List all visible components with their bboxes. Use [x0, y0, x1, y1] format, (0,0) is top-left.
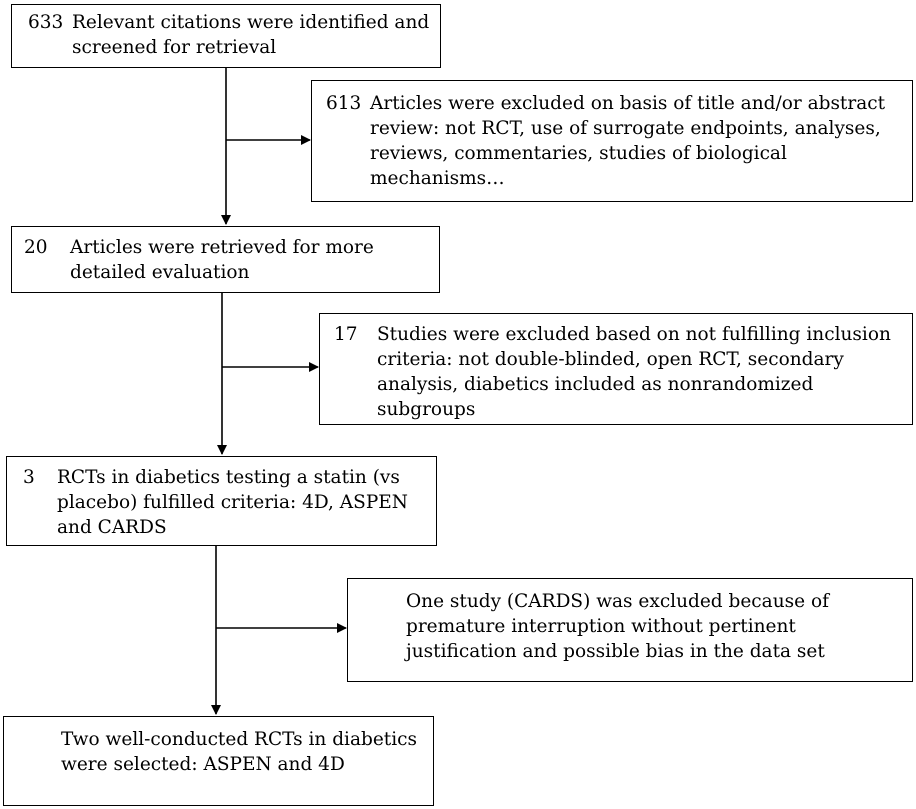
text-retrieved: Articles were retrieved for more detaile…	[70, 237, 374, 283]
box-selected: Two well-conducted RCTs in diabetics wer…	[3, 716, 434, 806]
box-excluded-title: 613 Articles were excluded on basis of t…	[311, 80, 913, 202]
box-identified: 633 Relevant citations were identified a…	[11, 4, 441, 68]
count-identified: 633	[28, 12, 64, 33]
text-selected: Two well-conducted RCTs in diabetics wer…	[61, 729, 417, 775]
box-retrieved: 20 Articles were retrieved for more deta…	[11, 226, 440, 293]
text-excluded-cards: One study (CARDS) was excluded because o…	[406, 591, 829, 662]
text-excluded-criteria: Studies were excluded based on not fulfi…	[377, 324, 891, 420]
count-excluded-criteria: 17	[334, 324, 358, 345]
count-retrieved: 20	[24, 237, 48, 258]
box-excluded-criteria: 17 Studies were excluded based on not fu…	[319, 313, 913, 425]
box-fulfilled: 3 RCTs in diabetics testing a statin (vs…	[6, 456, 437, 546]
count-excluded-title: 613	[326, 93, 362, 114]
text-excluded-title: Articles were excluded on basis of title…	[370, 93, 886, 189]
text-fulfilled: RCTs in diabetics testing a statin (vs p…	[57, 467, 408, 538]
count-fulfilled: 3	[23, 467, 35, 488]
text-identified: Relevant citations were identified and s…	[72, 12, 430, 58]
box-excluded-cards: One study (CARDS) was excluded because o…	[347, 578, 913, 682]
